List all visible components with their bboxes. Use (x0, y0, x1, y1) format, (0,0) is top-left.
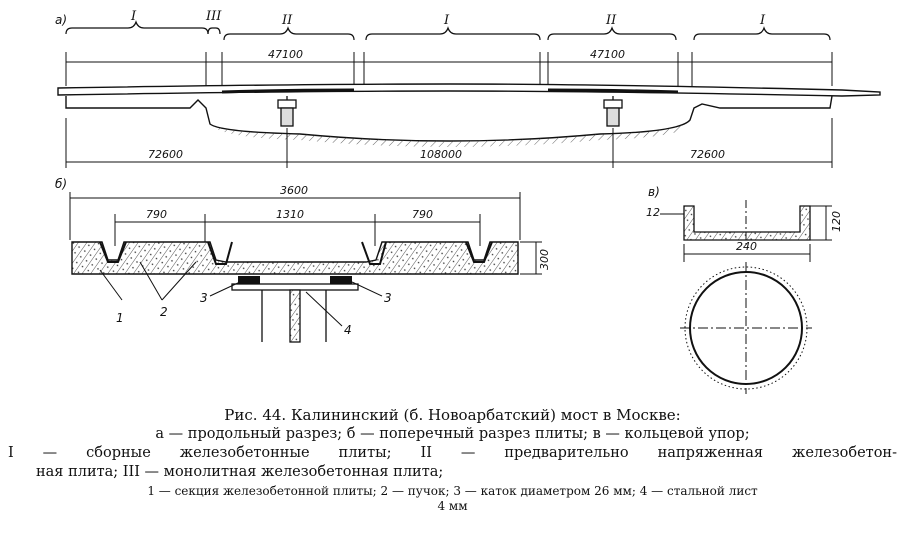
segment-label: I (759, 13, 766, 28)
prestressed-plate (547, 88, 679, 94)
segment-label: II (281, 13, 293, 28)
ground-profile (65, 95, 833, 142)
ring-section (683, 205, 811, 241)
longitudinal-section: а) I III II I II I 47100 47100 (55, 9, 881, 168)
dim-47100: 47100 (590, 48, 625, 61)
cross-section: б) 3600 790 1310 790 300 1 2 (55, 177, 551, 343)
roller (238, 276, 260, 284)
part-c-label: в) (648, 185, 660, 199)
figure-caption: Рис. 44. Калининский (б. Новоарбатский) … (0, 405, 905, 514)
part-b-label: б) (55, 177, 67, 191)
dim-790: 790 (146, 208, 167, 221)
bridge-drawing: а) I III II I II I 47100 47100 (55, 9, 881, 394)
dim-790: 790 (412, 208, 433, 221)
caption-line: а — продольный разрез; б — поперечный ра… (155, 426, 750, 442)
dim-120: 120 (830, 211, 843, 232)
slab-joint (99, 241, 127, 263)
caption-title: Рис. 44. Калининский (б. Новоарбатский) … (224, 406, 681, 424)
caption-line: 4 мм (437, 499, 468, 513)
callout-3: 3 (384, 291, 392, 305)
dim-1310: 1310 (276, 208, 304, 221)
caption-line: ная плита; III — монолитная железобетонн… (36, 464, 444, 480)
slab-section (71, 241, 519, 275)
dim-108000: 108000 (420, 148, 462, 161)
segment-label: III (205, 9, 222, 24)
callout-3: 3 (200, 291, 208, 305)
callout-2: 2 (160, 305, 168, 319)
ring-stop: в) 12 120 240 (646, 185, 843, 394)
segment-brace (365, 26, 541, 41)
bridge-deck (57, 83, 881, 97)
dim-3600: 3600 (280, 184, 308, 197)
dim-300: 300 (538, 249, 551, 270)
segment-brace (207, 27, 221, 35)
callout-4: 4 (344, 323, 352, 337)
caption-line: 1 — секция железобетонной плиты; 2 — пуч… (147, 484, 758, 498)
dim-47100: 47100 (268, 48, 303, 61)
segment-brace (223, 26, 355, 41)
dim-72600: 72600 (690, 148, 725, 161)
slab-joint (465, 241, 493, 263)
dim-12: 12 (646, 206, 660, 219)
pier (603, 96, 623, 127)
part-a-label: а) (55, 13, 67, 27)
segment-label: I (130, 9, 137, 24)
slab-joint (207, 241, 233, 265)
segment-brace (693, 26, 831, 41)
slab-joint (361, 241, 387, 265)
steel-sheet (231, 283, 359, 291)
dim-72600: 72600 (148, 148, 183, 161)
segment-label: I (443, 13, 450, 28)
caption-line: I — сборные железобетонные плиты; II — п… (8, 445, 897, 461)
ground-hatch (210, 120, 690, 147)
callout-1: 1 (116, 311, 124, 325)
dim-240: 240 (736, 240, 757, 253)
roller (330, 276, 352, 284)
girder (261, 289, 327, 343)
segment-brace (65, 20, 209, 35)
segment-brace (547, 26, 677, 41)
segment-label: II (605, 13, 617, 28)
prestressed-plate (221, 88, 355, 94)
pier (277, 96, 297, 127)
